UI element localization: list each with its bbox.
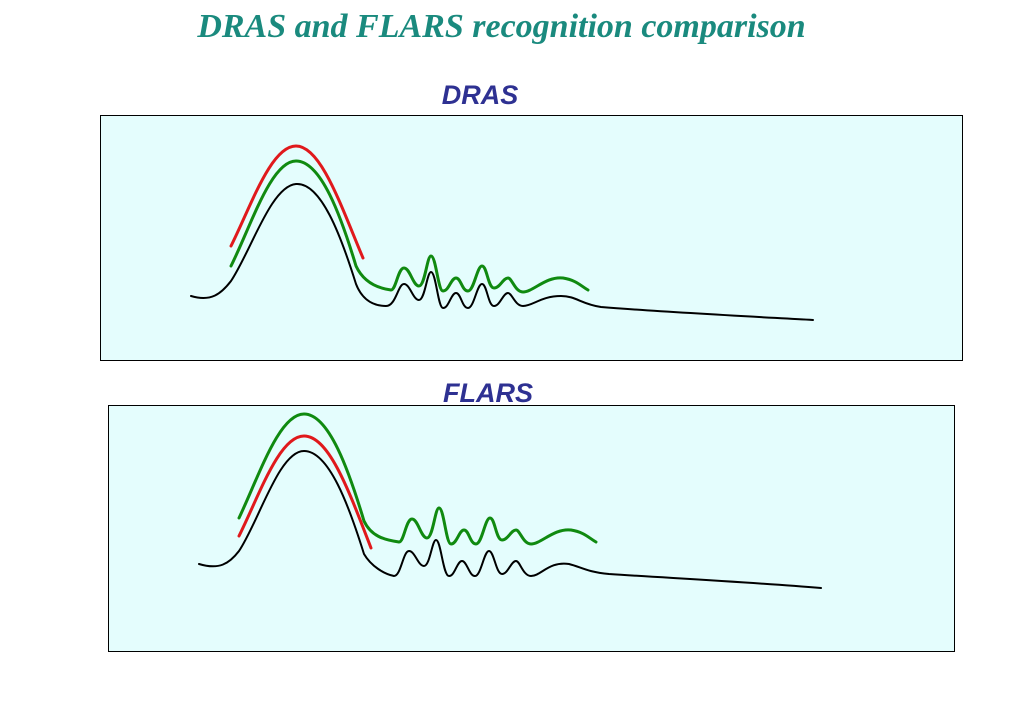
dras-black-curve [190, 182, 814, 321]
dras-green-curve [229, 159, 590, 294]
flars-panel [108, 405, 955, 652]
dras-panel [100, 115, 963, 361]
dras-label: DRAS [441, 80, 519, 110]
flars-green-curve [237, 412, 598, 546]
flars-label: FLARS [443, 378, 533, 408]
page-title: DRAS and FLARS recognition comparison [197, 8, 806, 45]
flars-red-curve [237, 434, 373, 550]
flars-black-curve [198, 450, 822, 589]
dras-red-curve [229, 144, 365, 260]
dras-curves [190, 144, 814, 321]
flars-curves [198, 412, 822, 589]
